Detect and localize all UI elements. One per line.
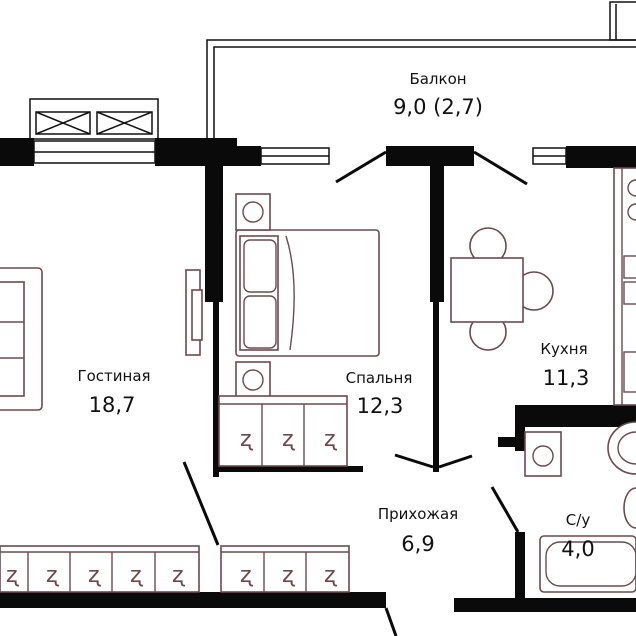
svg-text:ʐ: ʐ (324, 427, 338, 452)
label-living: Гостиная 18,7 (77, 367, 150, 417)
label-balcony: Балкон 9,0 (2,7) (393, 70, 483, 119)
interior-walls (0, 166, 636, 612)
hallway-wardrobe-right: ʐ ʐ ʐ (220, 545, 350, 593)
kitchen-area: 11,3 (543, 366, 590, 390)
ventilation-units (29, 98, 159, 140)
living-name: Гостиная (77, 367, 150, 385)
living-area: 18,7 (89, 393, 136, 417)
sofa (0, 267, 43, 411)
hallway-wardrobe-left: ʐ ʐ ʐ ʐ ʐ (0, 545, 200, 593)
label-bathroom: С/у 4,0 (561, 511, 594, 561)
label-hallway: Прихожая 6,9 (378, 505, 458, 556)
bedroom-area: 12,3 (357, 394, 404, 418)
balcony-area: 9,0 (2,7) (393, 95, 483, 119)
label-bedroom: Спальня 12,3 (346, 369, 413, 418)
svg-text:ʐ: ʐ (46, 563, 60, 588)
bathroom-area: 4,0 (561, 537, 594, 561)
doors (182, 150, 528, 636)
svg-text:ʐ: ʐ (282, 563, 296, 588)
kitchen-name: Кухня (540, 340, 587, 358)
label-kitchen: Кухня 11,3 (540, 340, 589, 390)
dining-table (450, 227, 554, 351)
bedroom-wardrobe: ʐ ʐ ʐ (218, 395, 348, 467)
exterior-walls (0, 138, 636, 168)
svg-text:ʐ: ʐ (6, 563, 20, 588)
svg-text:ʐ: ʐ (88, 563, 102, 588)
hallway-name: Прихожая (378, 505, 458, 523)
svg-text:ʐ: ʐ (240, 427, 254, 452)
svg-text:ʐ: ʐ (172, 563, 186, 588)
kitchen-counter (613, 167, 636, 406)
hallway-area: 6,9 (401, 532, 434, 556)
bathroom-name: С/у (566, 511, 591, 529)
balcony-outline (206, 1, 636, 138)
svg-text:ʐ: ʐ (240, 563, 254, 588)
svg-text:ʐ: ʐ (282, 427, 296, 452)
svg-text:ʐ: ʐ (130, 563, 144, 588)
bedroom-name: Спальня (346, 369, 413, 387)
bed (235, 193, 380, 399)
tv-unit (185, 269, 203, 356)
bathroom-fixtures (524, 421, 636, 593)
svg-text:ʐ: ʐ (324, 563, 338, 588)
balcony-name: Балкон (409, 70, 466, 88)
